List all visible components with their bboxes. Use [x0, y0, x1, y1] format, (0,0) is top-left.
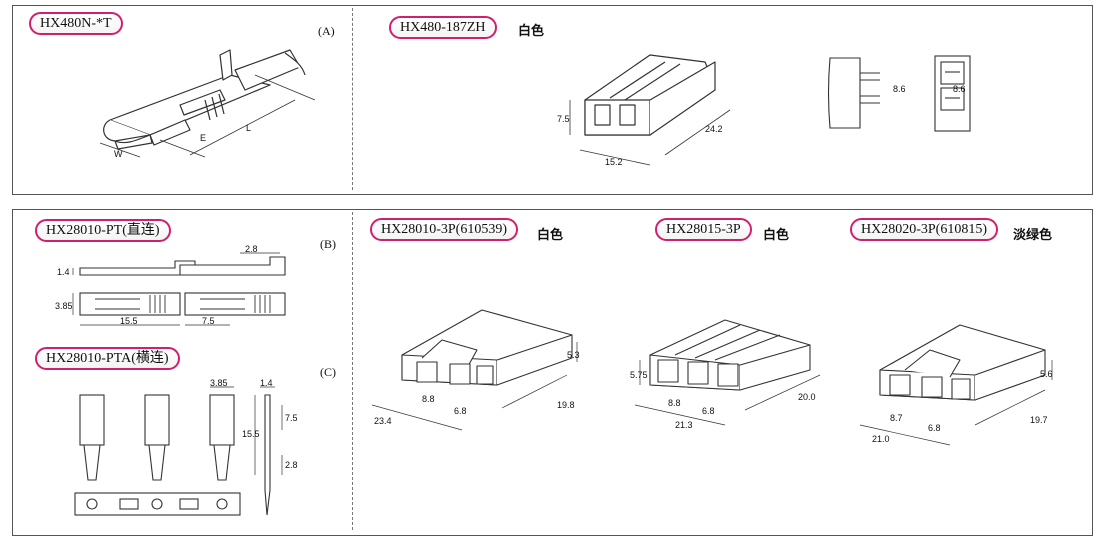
dim-side1: 8.6: [893, 84, 906, 94]
part-number: HX28020-3P: [861, 222, 936, 237]
dim-h: 7.5: [557, 114, 570, 124]
part-tag-hx28020-3p: HX28020-3P(610815): [850, 218, 998, 241]
dim-l: 19.8: [557, 400, 575, 410]
part-number: HX28010-3P: [381, 222, 456, 237]
dim-t2: 1.4: [260, 378, 273, 388]
dim-h3: 2.8: [285, 460, 298, 470]
color-label-2: 白色: [763, 228, 790, 243]
dim-t1: 3.85: [210, 378, 228, 388]
dim-w: W: [114, 149, 123, 159]
dim-w2: 7.5: [202, 316, 215, 326]
dim-e: E: [200, 133, 206, 143]
part-tag-hx28010-pta: HX28010-PTA(横连): [35, 347, 180, 370]
bottom-divider: [352, 212, 353, 530]
dim-w: 15.2: [605, 157, 623, 167]
label-c: (C): [320, 365, 336, 379]
color-label-3: 淡绿色: [1013, 228, 1053, 243]
dim-h1: 15.5: [242, 429, 260, 439]
dim-w: 23.4: [374, 416, 392, 426]
part-code: (610815): [935, 222, 987, 237]
housing-hx28015-3p-drawing: 5.75 8.8 6.8 21.3 20.0: [630, 319, 821, 430]
terminal-strip-b-drawing: 2.8 1.4 3.85 15.5 7.5: [55, 244, 286, 326]
housing-hx28020-3p-drawing: 5.6 8.7 6.8 21.0 19.7: [859, 324, 1053, 446]
color-label-b: 白色: [518, 24, 545, 39]
label-b: (B): [320, 237, 336, 251]
dim-p2: 6.8: [702, 406, 715, 416]
dim-w: 21.0: [872, 434, 890, 444]
part-code: (610539): [455, 222, 507, 237]
dim-p2: 6.8: [928, 423, 941, 433]
dim-h2: 3.85: [55, 301, 73, 311]
dim-l: 24.2: [705, 124, 723, 134]
side-view-drawing: 8.6 8.6: [827, 55, 971, 132]
part-tag-hx28010-pt: HX28010-PT(直连): [35, 219, 171, 242]
dim-p1: 8.8: [422, 394, 435, 404]
dim-t1: 2.8: [245, 244, 258, 254]
dim-h: 5.3: [567, 350, 580, 360]
part-tag-hx480-187zh: HX480-187ZH: [389, 16, 497, 39]
dim-p2: 6.8: [454, 406, 467, 416]
part-tag-hx28010-3p: HX28010-3P(610539): [370, 218, 518, 241]
terminal-hx480n-drawing: W E L: [99, 49, 316, 159]
dim-h2: 7.5: [285, 413, 298, 423]
color-label-1: 白色: [537, 228, 564, 243]
label-a: (A): [318, 24, 335, 38]
part-tag-hx28015-3p: HX28015-3P: [655, 218, 752, 241]
housing-hx28010-3p-drawing: 5.3 8.8 6.8 23.4 19.8: [371, 309, 580, 431]
dim-h: 5.75: [630, 370, 648, 380]
housing-hx480-187zh-drawing: 7.5 15.2 24.2: [557, 54, 731, 167]
dim-w1: 15.5: [120, 316, 138, 326]
dim-h: 5.6: [1040, 369, 1053, 379]
top-divider: [352, 8, 353, 190]
dim-p1: 8.7: [890, 413, 903, 423]
dim-l: 19.7: [1030, 415, 1048, 425]
part-tag-hx480n: HX480N-*T: [29, 12, 123, 35]
dim-l: L: [246, 123, 251, 133]
dim-l: 20.0: [798, 392, 816, 402]
dim-h1: 1.4: [57, 267, 70, 277]
dim-side2: 8.6: [953, 84, 966, 94]
terminal-strip-c-drawing: 3.85 1.4 15.5 7.5 2.8: [74, 378, 298, 516]
dim-w: 21.3: [675, 420, 693, 430]
dim-p1: 8.8: [668, 398, 681, 408]
